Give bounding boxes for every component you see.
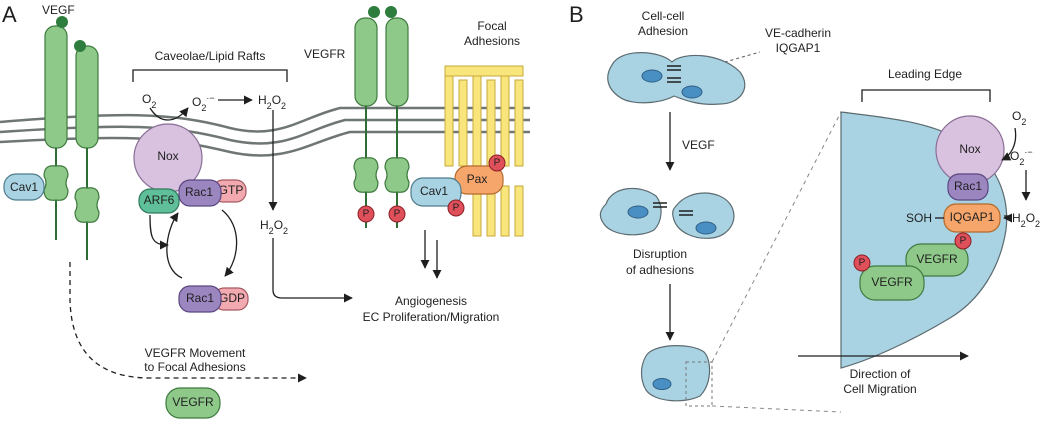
svg-text:VEGFR: VEGFR [172, 395, 214, 409]
o2-to-superoxide-arrow [149, 107, 189, 121]
rac1-b: Rac1 [947, 173, 989, 201]
vegfr-b-1: VEGFR P [853, 254, 925, 301]
cav1-right: Cav1 P [410, 177, 465, 217]
svg-text:IQGAP1: IQGAP1 [950, 210, 995, 224]
svg-text:Rac1: Rac1 [954, 179, 982, 193]
vegf-label-b: VEGF [682, 138, 715, 152]
movement-label-1: VEGFR Movement [145, 346, 246, 360]
svg-text:P: P [859, 258, 866, 269]
zoom-box [685, 361, 713, 407]
superoxide-label-b: O2·− [1010, 147, 1033, 167]
receptor-right-2 [385, 17, 409, 107]
h2o2-label-b: H2O2 [1012, 211, 1040, 229]
svg-text:Rac1: Rac1 [186, 291, 214, 305]
focal-adhesions [444, 65, 524, 237]
cellcell-label-1: Cell-cell [642, 9, 685, 23]
soh-label: SOH [906, 211, 932, 225]
svg-text:P: P [453, 203, 460, 214]
svg-text:P: P [494, 158, 501, 169]
svg-text:GDP: GDP [219, 291, 245, 305]
svg-text:P: P [394, 209, 401, 220]
movement-label-2: to Focal Adhesions [144, 360, 245, 374]
h2o2-label-mid: H2O2 [260, 218, 288, 236]
h2o2-to-angiogenesis-arrow [272, 238, 353, 303]
gtp-to-gdp-arrow [221, 209, 238, 277]
caveolae-bracket: Caveolae/Lipid Rafts [132, 49, 288, 82]
direction-label-2: Cell Migration [843, 382, 916, 396]
rac1-gtp [178, 179, 222, 207]
migrating-cell [640, 345, 713, 407]
zoom-line-top [711, 111, 842, 363]
superoxide-label-a: O2·− [192, 93, 215, 113]
kinase-domain-1 [43, 165, 69, 201]
vegfr-free: VEGFR [165, 387, 221, 419]
disruption-label-2: of adhesions [626, 263, 694, 277]
svg-text:VEGFR: VEGFR [916, 252, 958, 266]
cellcell-label-2: Adhesion [638, 24, 688, 38]
vegfr-label: VEGFR [304, 47, 346, 61]
svg-text:Cav1: Cav1 [420, 184, 448, 198]
panel-a-letter: A [2, 2, 17, 27]
vecadherin-label: VE-cadherin [765, 26, 831, 40]
o2-label-b: O2 [1012, 109, 1026, 127]
svg-text:VEGFR: VEGFR [871, 275, 913, 289]
angiogenesis-label: Angiogenesis [395, 294, 467, 308]
adhered-cells [607, 52, 746, 105]
zoom-line-bottom [711, 405, 842, 413]
separated-cells [599, 187, 735, 239]
vegfr-b-2: VEGFR P [905, 232, 972, 277]
vegfr-movement-arrow [69, 262, 307, 383]
receptor-right-1 [354, 17, 378, 107]
focal-label: Focal [477, 19, 506, 33]
kinase-domain-2 [74, 187, 100, 223]
receptor-extracellular-2 [75, 45, 99, 149]
panel-a: A VEGF Cav1 Caveolae/Lipid Rafts [0, 2, 530, 419]
cav1-left: Cav1 [3, 173, 45, 201]
arf6-to-cycle-arrow [149, 214, 169, 250]
vegf-ligand-1 [56, 16, 68, 28]
phospho-2 [388, 205, 406, 223]
vegf-receptor-dimer-right: P P [353, 6, 410, 228]
svg-text:Nox: Nox [157, 149, 178, 163]
svg-text:GTP: GTP [219, 183, 244, 197]
leading-edge-bracket [861, 89, 991, 102]
vegf-ligand-2 [74, 40, 86, 52]
svg-text:Rac1: Rac1 [185, 185, 213, 199]
svg-text:P: P [363, 209, 370, 220]
panel-b: B Cell-cell Adhesion VE-cadherin IQGAP1 … [569, 2, 1040, 413]
svg-text:Cav1: Cav1 [10, 180, 38, 194]
rac1-gdp: GDP Rac1 [178, 285, 249, 313]
nox-b: Nox [935, 115, 1005, 185]
ec-proliferation-label: EC Proliferation/Migration [363, 310, 500, 324]
o2-label-a: O2 [142, 92, 156, 110]
nox-complex: Nox ARF6 GTP Rac1 [133, 123, 247, 214]
gdp-to-gtp-arrow [166, 212, 183, 279]
svg-text:ARF6: ARF6 [144, 193, 175, 207]
pax: Pax P [454, 154, 506, 195]
vegf-receptor-dimer-left [43, 16, 100, 260]
svg-text:Pax: Pax [467, 172, 488, 186]
vegf-label: VEGF [42, 3, 75, 17]
o2-arrow-b [1001, 127, 1017, 161]
arf6 [138, 188, 180, 214]
phospho-1 [357, 205, 375, 223]
iqgap1-b: IQGAP1 [943, 203, 1001, 233]
receptor-extracellular-1 [44, 25, 68, 149]
svg-text:P: P [960, 236, 967, 247]
panel-b-letter: B [569, 2, 584, 27]
direction-label-1: Direction of [850, 367, 911, 381]
disruption-label-1: Disruption [633, 247, 687, 261]
caveolae-label: Caveolae/Lipid Rafts [155, 49, 266, 63]
svg-text:Nox: Nox [959, 142, 980, 156]
iqgap1-label-top: IQGAP1 [776, 41, 821, 55]
leading-edge-label: Leading Edge [888, 67, 962, 81]
h2o2-label-top: H2O2 [258, 93, 286, 111]
adhesions-label: Adhesions [464, 34, 520, 48]
